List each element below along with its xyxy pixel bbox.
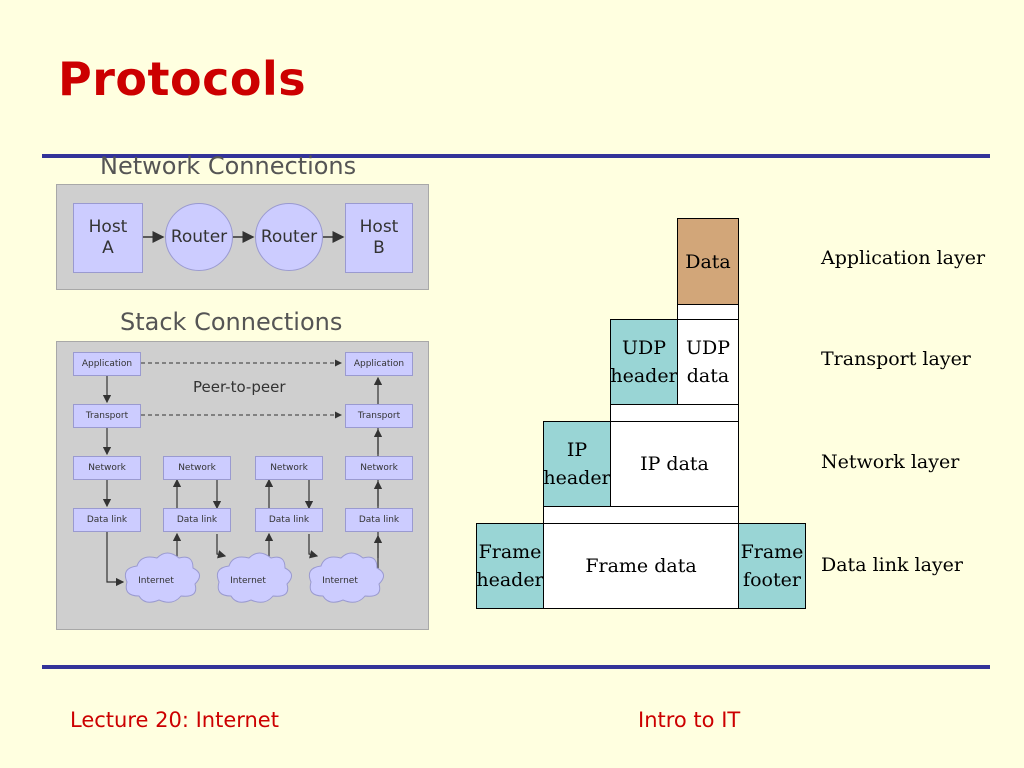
right-application-box: Application xyxy=(345,352,413,376)
router-2-node: Router xyxy=(255,203,323,271)
frame-header-box: Frame header xyxy=(476,523,544,609)
middle-datalink-box-2: Data link xyxy=(255,508,323,532)
network-connections-panel: Host A Router Router Host B xyxy=(56,184,429,290)
frame-footer-box: Frame footer xyxy=(738,523,806,609)
data-gap-1 xyxy=(677,304,739,320)
frame-data-box: Frame data xyxy=(543,523,739,609)
right-network-box: Network xyxy=(345,456,413,480)
middle-datalink-box-1: Data link xyxy=(163,508,231,532)
internet-cloud-2 xyxy=(216,552,292,603)
bottom-divider xyxy=(42,665,990,669)
network-arrows xyxy=(141,231,345,243)
footer-course: Intro to IT xyxy=(638,708,741,732)
left-network-box: Network xyxy=(73,456,141,480)
udp-data-box: UDP data xyxy=(677,319,739,405)
udp-gap xyxy=(610,404,739,422)
middle-network-box-1: Network xyxy=(163,456,231,480)
top-divider xyxy=(42,154,990,158)
internet-label-3: Internet xyxy=(322,576,358,586)
router-1-node: Router xyxy=(165,203,233,271)
right-datalink-box: Data link xyxy=(345,508,413,532)
left-application-box: Application xyxy=(73,352,141,376)
ip-header-box: IP header xyxy=(543,421,611,507)
internet-label-2: Internet xyxy=(230,576,266,586)
stack-arrows xyxy=(102,359,384,603)
ip-gap xyxy=(543,506,739,524)
network-layer-label: Network layer xyxy=(821,451,960,473)
host-a-box: Host A xyxy=(73,203,143,273)
udp-header-box: UDP header xyxy=(610,319,678,405)
slide-title: Protocols xyxy=(58,52,307,106)
internet-cloud-3 xyxy=(308,552,384,603)
ip-data-box: IP data xyxy=(610,421,739,507)
host-b-box: Host B xyxy=(345,203,413,273)
transport-layer-label: Transport layer xyxy=(821,348,971,370)
internet-cloud-1 xyxy=(124,552,200,603)
footer-lecture: Lecture 20: Internet xyxy=(70,708,279,732)
application-layer-label: Application layer xyxy=(821,247,986,269)
middle-network-box-2: Network xyxy=(255,456,323,480)
right-transport-box: Transport xyxy=(345,404,413,428)
data-box: Data xyxy=(677,218,739,305)
internet-label-1: Internet xyxy=(138,576,174,586)
data-link-layer-label: Data link layer xyxy=(821,554,963,576)
left-transport-box: Transport xyxy=(73,404,141,428)
network-connections-title: Network Connections xyxy=(100,152,357,180)
peer-to-peer-label: Peer-to-peer xyxy=(193,378,286,396)
stack-connections-title: Stack Connections xyxy=(120,308,343,336)
left-datalink-box: Data link xyxy=(73,508,141,532)
stack-connections-panel: Peer-to-peer Application Transport Netwo… xyxy=(56,341,429,630)
